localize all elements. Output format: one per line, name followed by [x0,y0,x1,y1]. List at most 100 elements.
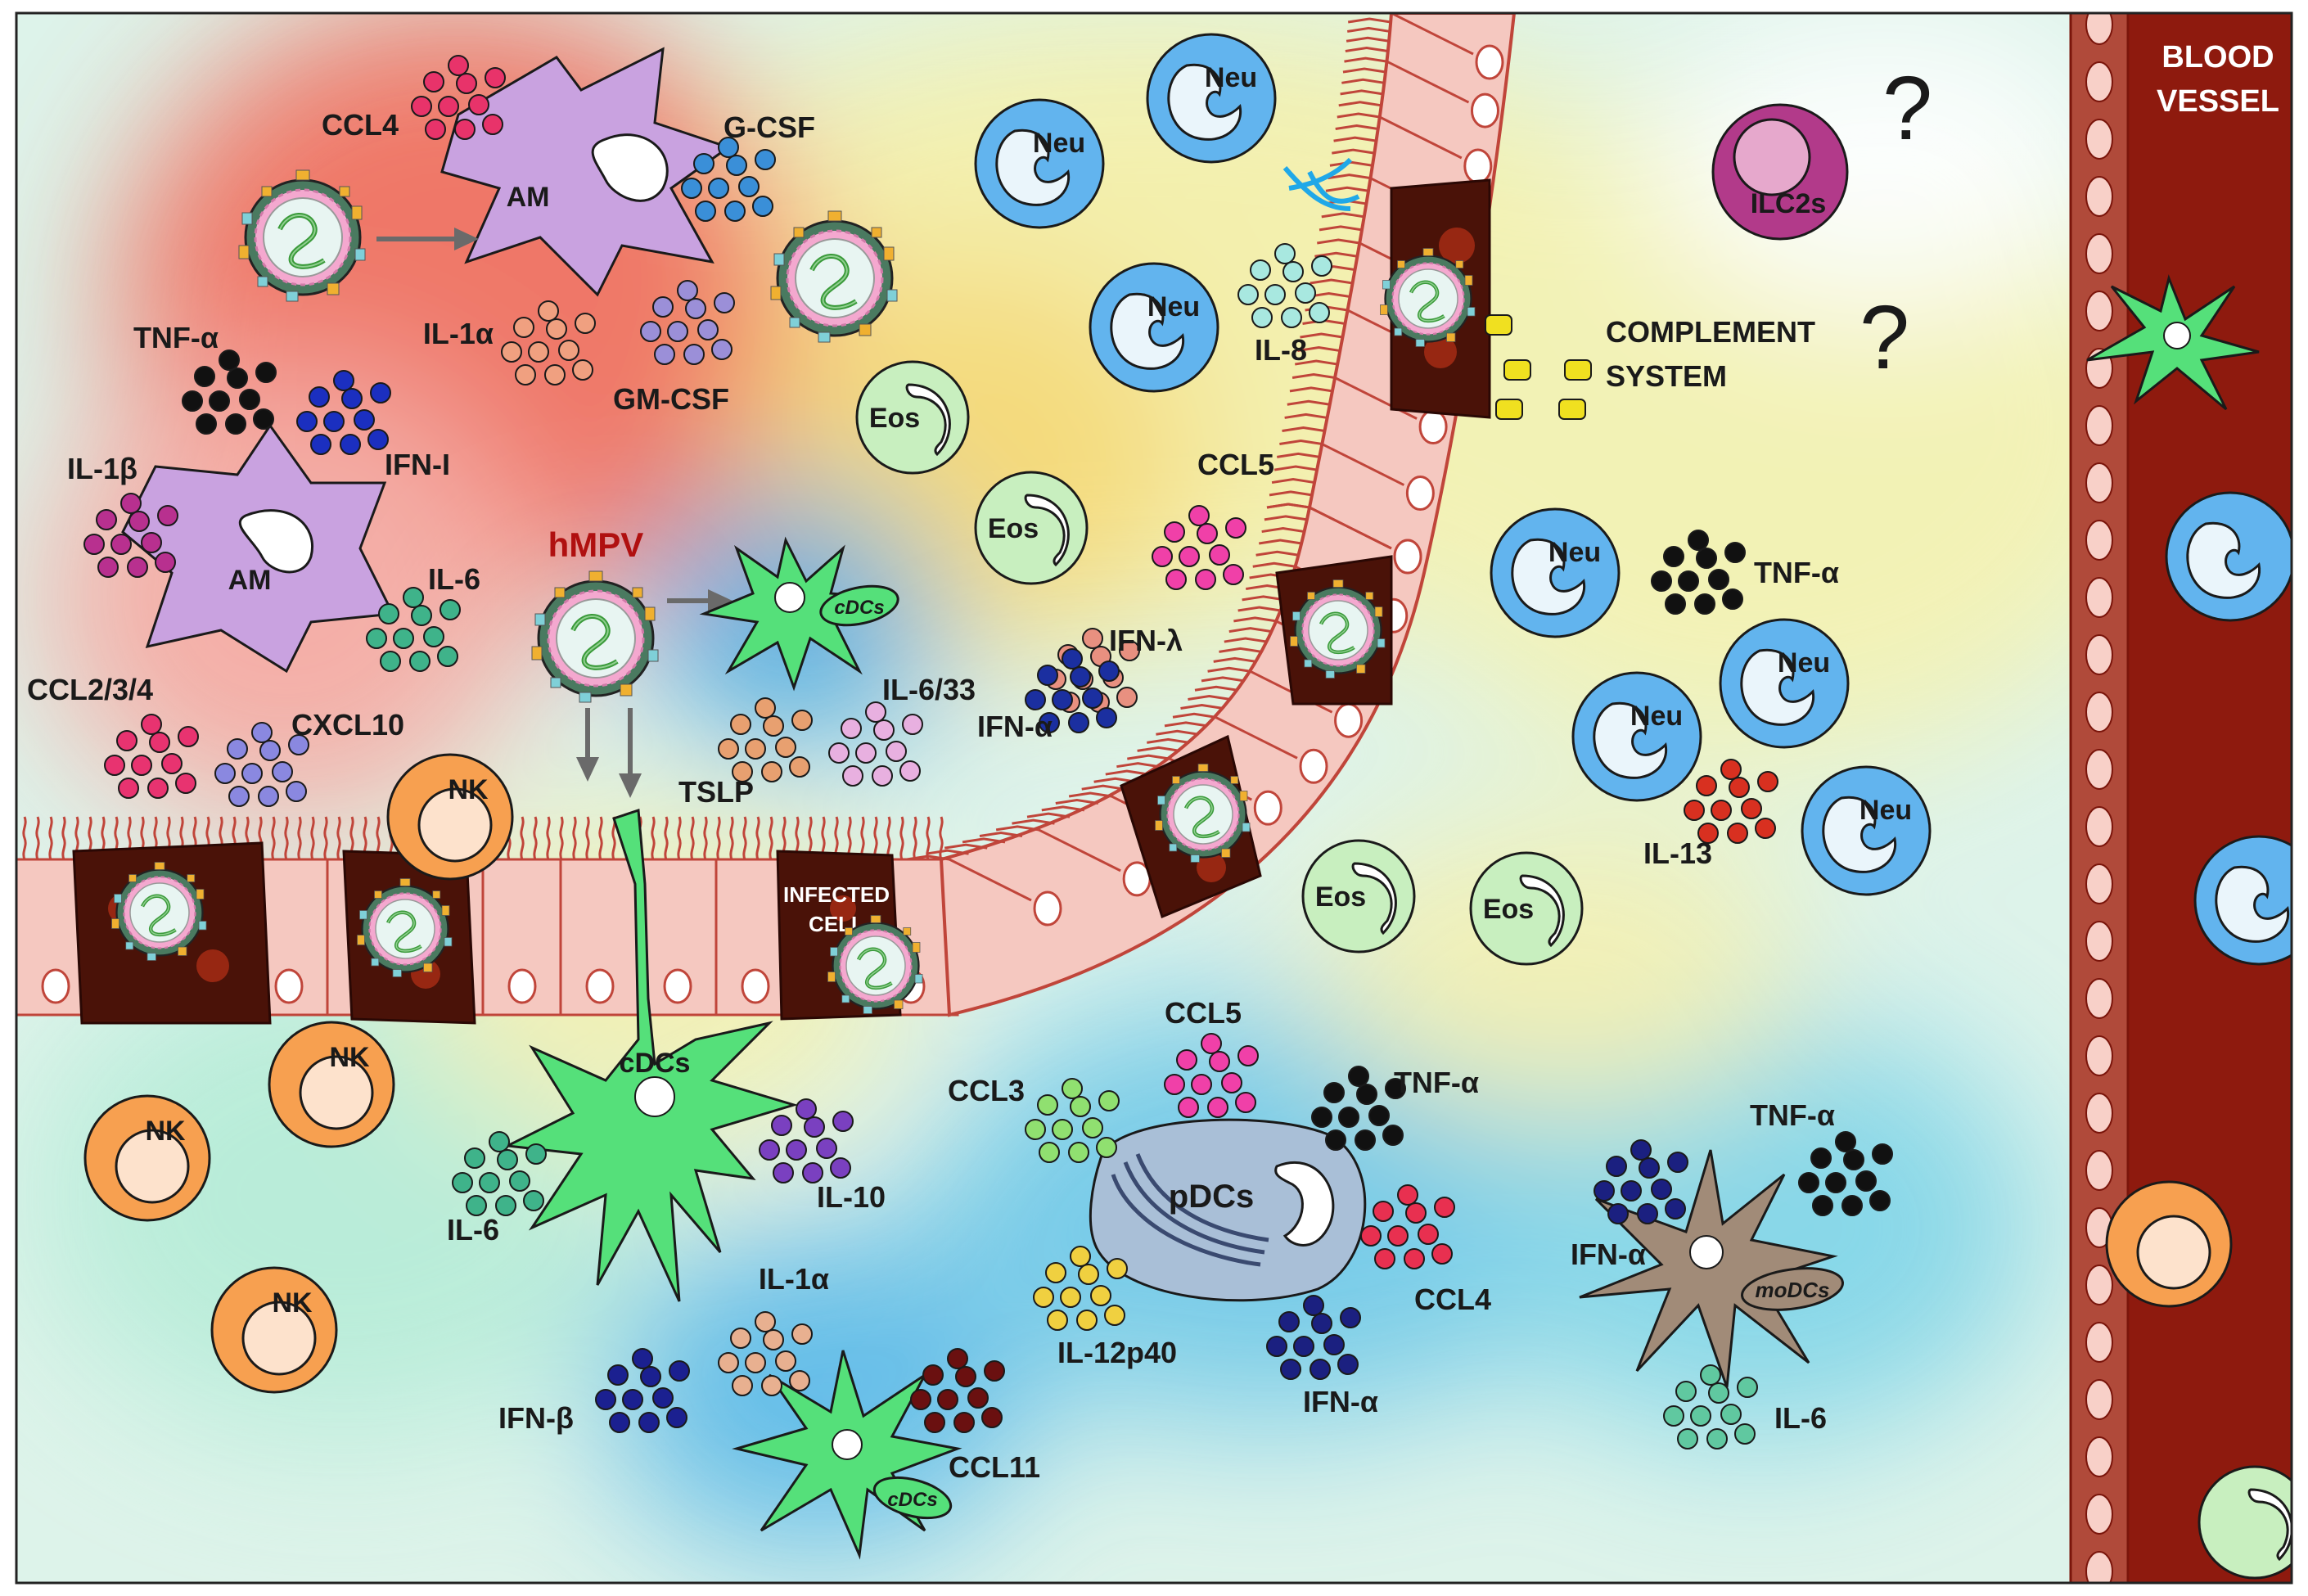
cytokine-ccl3: CCL3 [948,1074,1120,1163]
cytokine-ifnb: IFN-β [498,1348,690,1435]
frame [15,11,2293,1585]
cytokine-label-ifnl: IFN-λ [1109,624,1183,657]
cdc-cell-main: cDCs [503,808,799,1302]
neu-cell: Neu [1719,618,1850,749]
cytokine-ccl5-low: CCL5 [1164,996,1259,1118]
cytokine-ifni: IFN-I [296,370,450,481]
neu-cell: Neu [1801,765,1932,896]
cytokine-cxcl10: CXCL10 [214,708,404,807]
pdc-label: pDCs [1169,1179,1254,1215]
nk-cell: NK [210,1266,338,1394]
svg-text:Neu: Neu [1033,128,1085,159]
cytokine-il1b: IL-1β [67,452,178,578]
hmpv-label: hMPV [548,525,644,564]
cytokine-il6-modc: IL-6 [1663,1364,1827,1449]
cytokine-tnfa-pdc: TNF-α [1311,1066,1479,1151]
svg-text:Eos: Eos [988,513,1039,544]
svg-text:Neu: Neu [1778,647,1830,679]
svg-text:NK: NK [272,1287,313,1319]
neu-cell: Neu [974,98,1105,229]
cytokine-label-tnfa-right: TNF-α [1754,556,1839,589]
dendritic-cell-in-vessel [2086,274,2260,411]
arrows [376,228,733,798]
cytokine-ccl234: CCL2/3/4 [27,673,199,799]
cytokine-label-il6-cdc: IL-6 [447,1213,499,1247]
complement-label-line2: SYSTEM [1606,359,1727,393]
cdc-cell-bottom: cDCs [732,1350,962,1560]
svg-text:NK: NK [145,1116,186,1147]
cytokine-label-ifna-mid: IFN-α [977,710,1053,743]
ilc2-cell: ILC2s [1711,103,1849,241]
modc-cell: moDCs [1579,1149,1844,1388]
alveolar-macrophage-top: AM [440,47,732,297]
neu-cell: Neu [1571,671,1702,802]
nk-cell: NK [268,1021,395,1148]
cytokine-label-ifna-pdc: IFN-α [1303,1385,1378,1418]
cytokine-label-il633: IL-6/33 [882,673,976,706]
cytokine-il12p40: IL-12p40 [1033,1246,1177,1369]
complement-question-mark: ? [1859,287,1909,388]
nk-cell [2105,1180,2233,1308]
cytokine-label-tnfa-left: TNF-α [133,321,219,354]
modc-label: moDCs [1755,1278,1829,1302]
cytokine-ccl11: CCL11 [910,1348,1040,1484]
svg-text:Neu: Neu [1205,62,1257,93]
blood-vessel: BLOOD VESSEL [2069,13,2292,1583]
ilc2-question-mark: ? [1882,58,1932,159]
cytokine-label-ccl5-top: CCL5 [1197,448,1274,481]
cytokine-tnfa-modc: TNF-α [1750,1098,1893,1216]
svg-text:Neu: Neu [1147,291,1200,322]
cytokine-il6-cdc: IL-6 [447,1131,547,1247]
cytokine-il633: IL-6/33 [828,673,976,787]
am-label: AM [228,565,272,596]
cytokine-label-il12p40: IL-12p40 [1057,1336,1177,1369]
cytokine-il6-am: IL-6 [366,562,480,672]
svg-text:Neu: Neu [1548,537,1601,568]
pdc-cell: pDCs [1089,1118,1367,1302]
cytokine-tnfa-right: TNF-α [1651,530,1839,615]
cytokine-tnfa-left: TNF-α [133,321,277,435]
cytokine-ifna-pdc: IFN-α [1266,1295,1378,1418]
blood-vessel-label-line1: BLOOD [2161,40,2274,74]
neu-cell [2165,491,2292,622]
svg-text:NK: NK [448,774,489,805]
cytokine-label-ccl3: CCL3 [948,1074,1025,1107]
cytokine-label-tslp: TSLP [678,775,754,809]
cytokine-label-il13: IL-13 [1643,836,1712,870]
cytokine-label-il1a-low: IL-1α [759,1262,829,1296]
cytokine-label-ifni: IFN-I [385,448,450,481]
complement-proteins [1485,314,1592,420]
cytokine-il1a-top: IL-1α [423,300,596,385]
cytokine-label-tnfa-modc: TNF-α [1750,1098,1835,1132]
cytokine-il8: IL-8 [1237,243,1332,367]
cytokine-ccl4-low: CCL4 [1360,1184,1491,1316]
cytokine-label-gmcsf: GM-CSF [613,382,729,416]
cytokine-label-ccl234: CCL2/3/4 [27,673,153,706]
cdc-label: cDCs [834,597,884,619]
cytokine-label-il1b: IL-1β [67,452,137,485]
infected-cell-label-line1: INFECTED [783,882,890,907]
svg-text:Eos: Eos [1483,894,1534,925]
cytokine-ifna-modc: IFN-α [1571,1139,1688,1271]
cytokine-label-il6-am: IL-6 [428,562,480,596]
cytokine-label-ccl5-low: CCL5 [1165,996,1242,1030]
complement-label-line1: COMPLEMENT [1606,315,1815,349]
cytokine-ifna-mid: IFN-α [977,648,1120,743]
blood-vessel-label-line2: VESSEL [2157,84,2279,119]
neu-cell: Neu [1490,507,1621,638]
ilc2-label: ILC2s [1751,188,1827,219]
svg-text:Neu: Neu [1630,701,1683,732]
cdc-label: cDCs [887,1489,937,1511]
vessel-cells-circulating [2086,274,2292,1580]
cytokine-gcsf: G-CSF [681,110,815,222]
svg-text:NK: NK [329,1042,370,1073]
neu-cell: Neu [1146,33,1277,164]
cytokine-il13: IL-13 [1643,759,1778,870]
cdc-label: cDCs [620,1048,691,1079]
eos-cell: Eos [1301,839,1416,954]
eos-cell: Eos [974,471,1089,585]
cytokine-label-il8: IL-8 [1255,333,1307,367]
eos-cell: Eos [1469,851,1584,966]
cytokine-label-il6-modc: IL-6 [1774,1401,1827,1435]
cytokine-ccl5-top: CCL5 [1152,448,1274,590]
